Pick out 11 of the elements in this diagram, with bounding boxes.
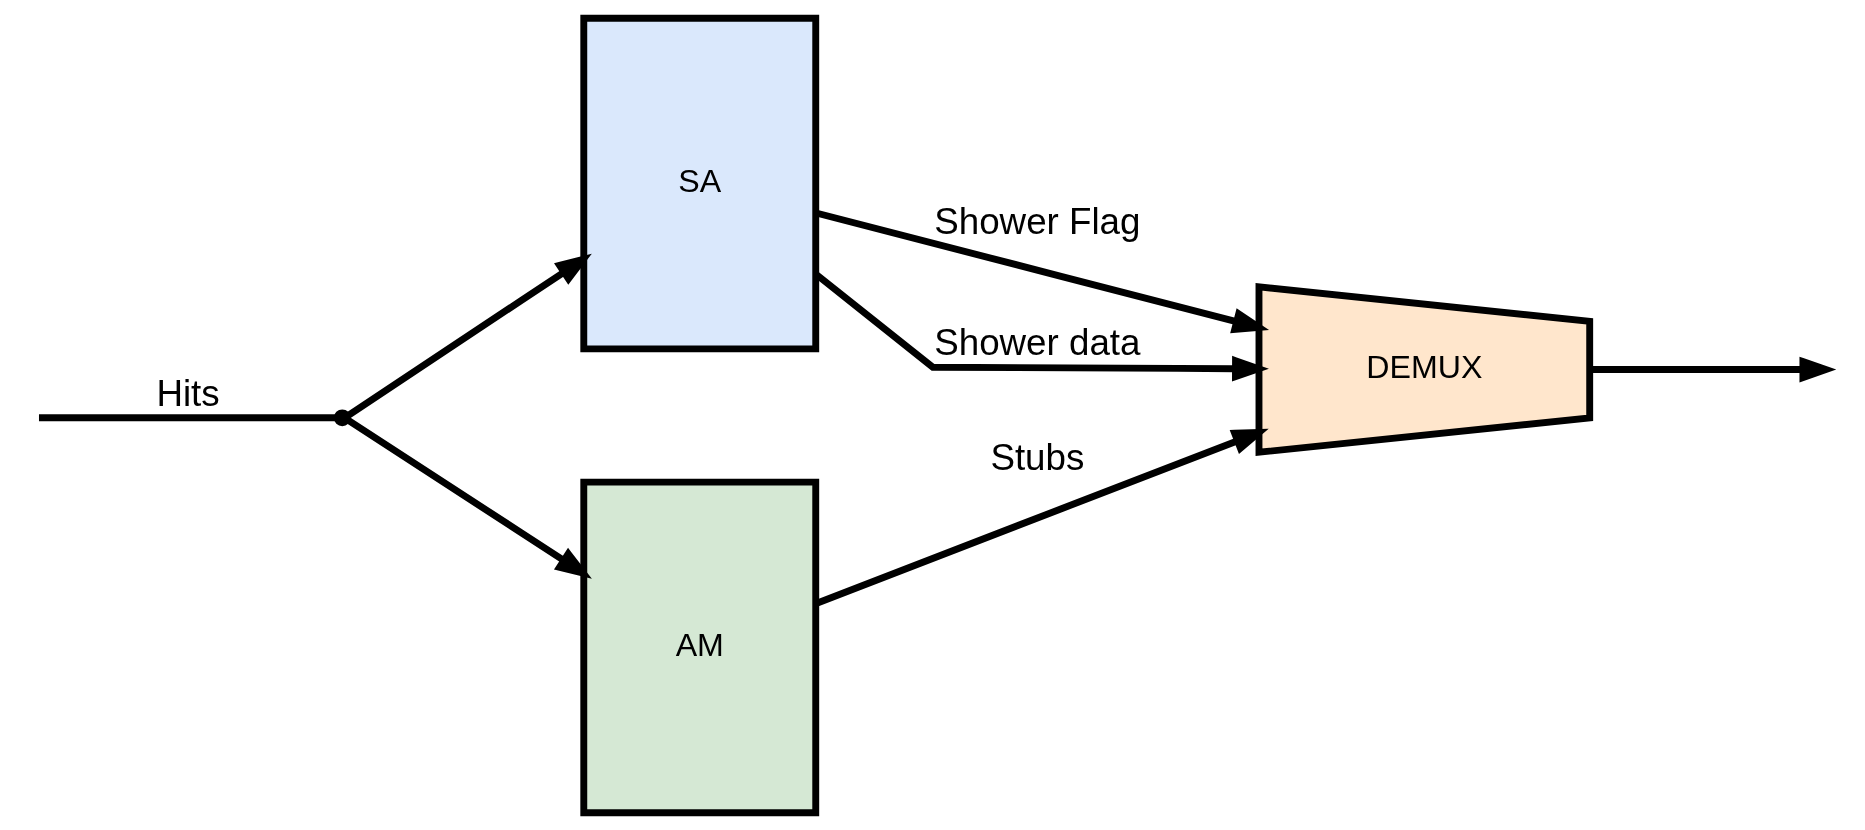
edge-label: Shower Flag (934, 200, 1141, 242)
node-point (333, 408, 351, 426)
arrow (1589, 356, 1837, 382)
edge-label: Shower data (934, 321, 1141, 363)
edge-label: Stubs (990, 436, 1085, 478)
arrow (345, 253, 592, 419)
arrow (345, 416, 592, 579)
node-box: SA (580, 14, 820, 352)
edge-label: Hits (156, 372, 220, 414)
node-box: DEMUX (1255, 282, 1594, 456)
node-box: AM (580, 478, 820, 816)
